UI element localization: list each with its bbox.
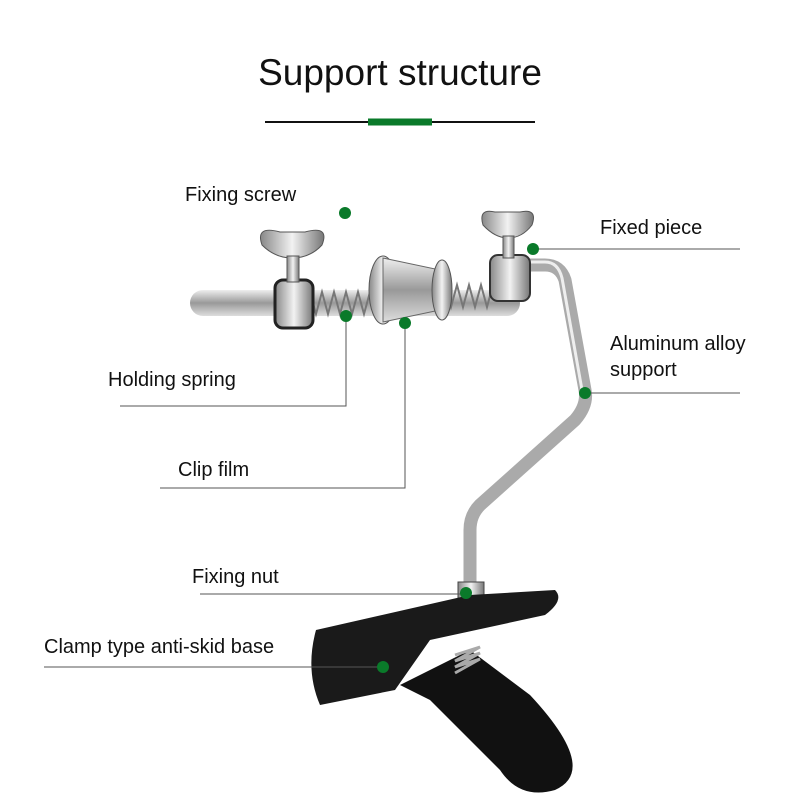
leader-lines xyxy=(44,248,740,668)
dot-aluminum xyxy=(579,387,591,399)
label-clamp-base: Clamp type anti-skid base xyxy=(44,636,275,658)
wing-screw-left xyxy=(260,229,325,283)
clamp-base xyxy=(311,590,573,793)
dot-fixing-nut xyxy=(460,587,472,599)
label-holding-spring: Holding spring xyxy=(108,369,236,391)
label-fixed-piece: Fixed piece xyxy=(600,217,703,239)
label-fixing-nut: Fixing nut xyxy=(192,566,279,588)
dot-clip-film xyxy=(399,317,411,329)
dot-fixing-screw xyxy=(339,207,351,219)
clip-film-spool xyxy=(368,255,453,325)
holding-spring xyxy=(309,281,494,318)
left-collar xyxy=(273,278,315,330)
callout-dots xyxy=(339,207,591,673)
label-fixing-screw: Fixing screw xyxy=(185,184,297,206)
dot-fixed-piece xyxy=(527,243,539,255)
label-aluminum-line2: support xyxy=(610,359,677,381)
label-clip-film: Clip film xyxy=(178,459,250,481)
dot-holding-spring xyxy=(340,310,352,322)
right-collar xyxy=(489,254,531,302)
label-aluminum-line1: Aluminum alloy xyxy=(610,333,746,355)
page-title: Support structure xyxy=(258,52,542,93)
dot-clamp xyxy=(377,661,389,673)
wing-screw-right xyxy=(481,210,534,259)
